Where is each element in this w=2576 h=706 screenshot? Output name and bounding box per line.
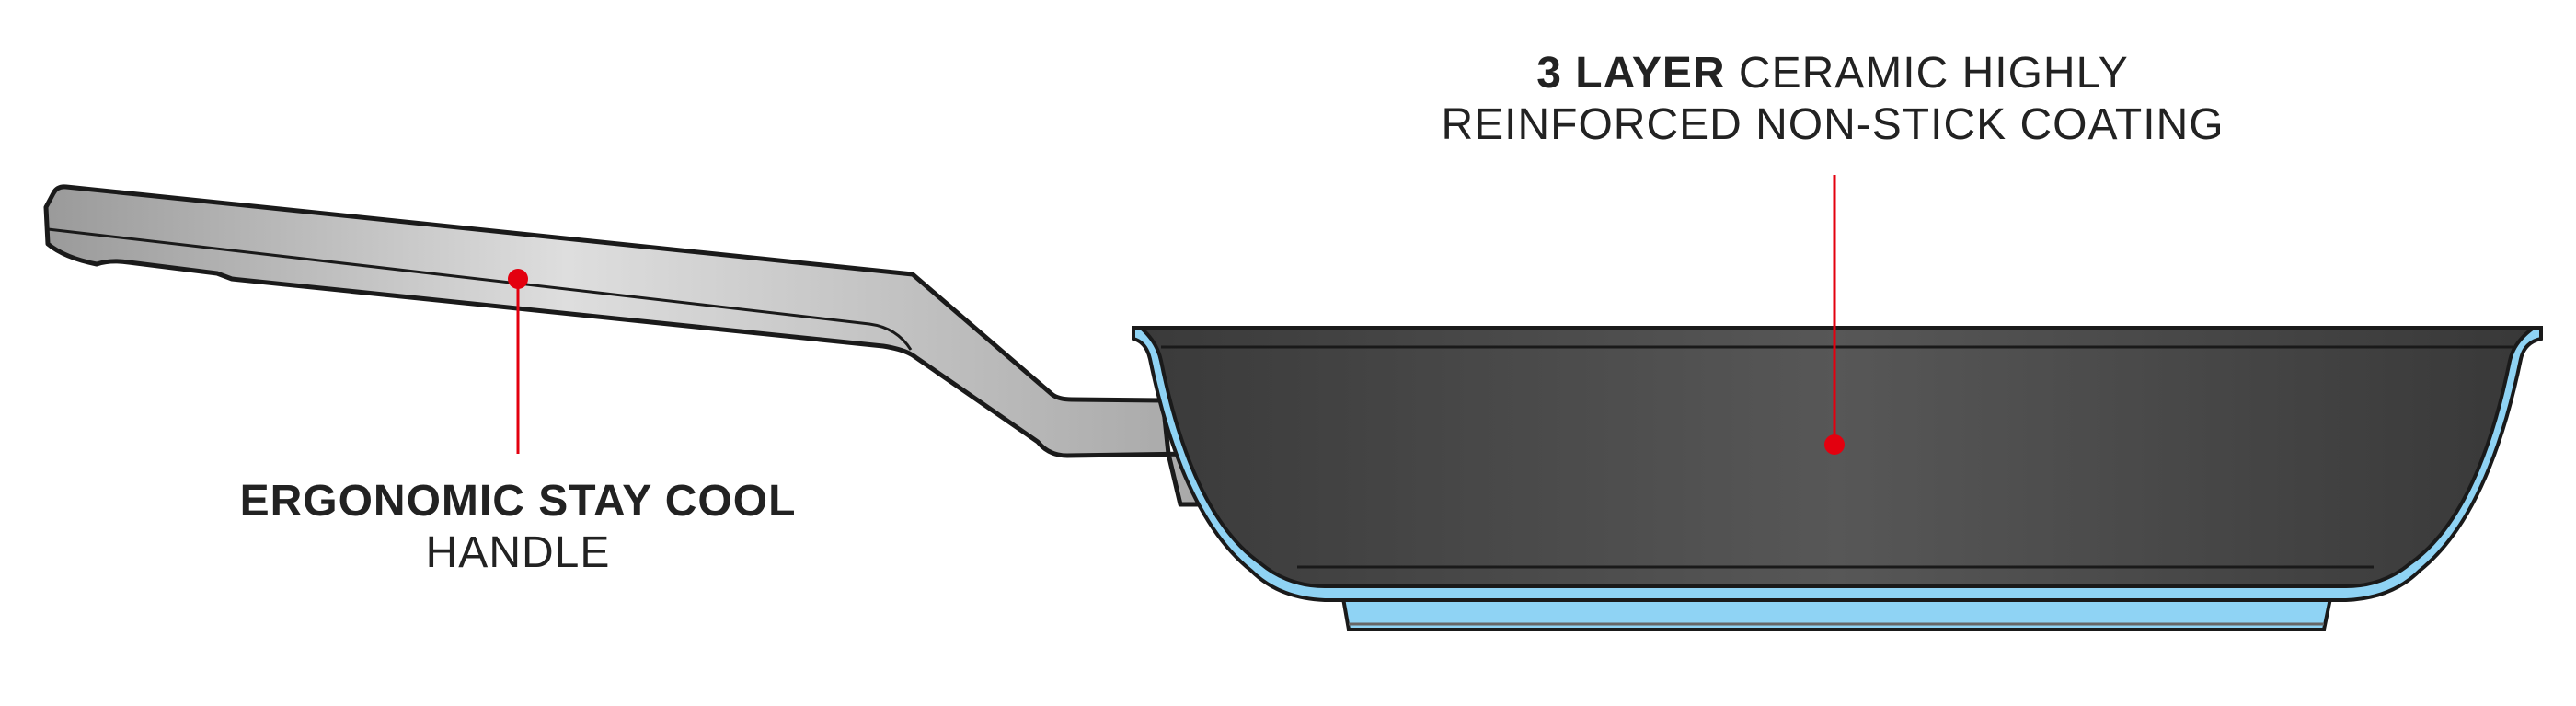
coating-callout-dot	[1824, 434, 1845, 455]
coating-label-line2: REINFORCED NON-STICK COATING	[1441, 100, 2225, 149]
handle-label-line2: HANDLE	[425, 528, 611, 577]
coating-label: 3 LAYER CERAMIC HIGHLY REINFORCED NON-ST…	[1441, 48, 2224, 151]
coating-label-bold: 3 LAYER	[1536, 49, 1726, 98]
coating-label-line1: CERAMIC HIGHLY	[1725, 49, 2129, 98]
handle-label: ERGONOMIC STAY COOL HANDLE	[240, 476, 797, 579]
handle-label-line1: ERGONOMIC STAY COOL	[239, 477, 797, 526]
pan-body	[1132, 326, 2543, 631]
handle-callout-dot	[508, 269, 528, 289]
handle	[43, 184, 1206, 507]
